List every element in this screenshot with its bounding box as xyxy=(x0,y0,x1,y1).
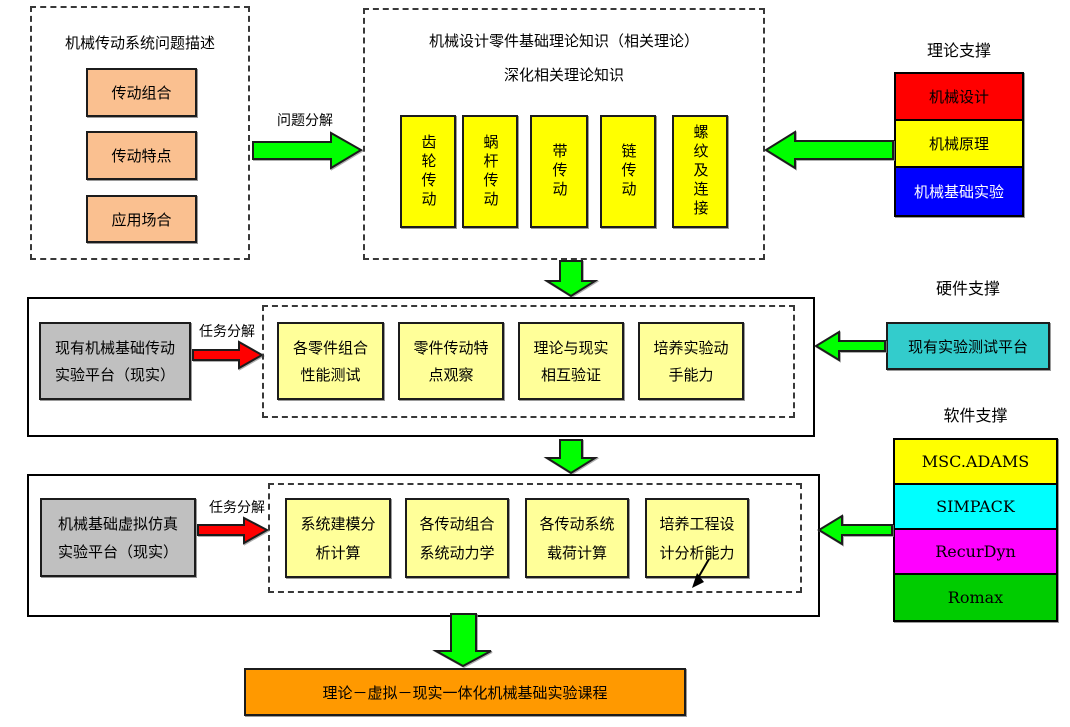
problem-item-application-scenarios: 应用场合 xyxy=(86,195,197,243)
software-support-label: 软件支撑 xyxy=(943,408,1008,425)
hardware-platform-box: 现有机械基础传动 实验平台（现实） xyxy=(39,322,191,400)
software-task-system-modeling: 系统建模分 析计算 xyxy=(285,498,391,578)
software-task-arrow-icon xyxy=(197,516,270,545)
theory-item-worm-drive: 蜗杆传动 xyxy=(462,115,518,228)
problem-description-title: 机械传动系统问题描述 xyxy=(64,35,215,52)
theory-item-gear-drive: 齿轮传动 xyxy=(400,115,456,228)
hardware-task-hands-on-ability: 培养实验动 手能力 xyxy=(638,322,744,400)
software-support-arrow-icon xyxy=(817,514,893,546)
software-platform-box: 机械基础虚拟仿真 实验平台（现实） xyxy=(40,498,196,577)
outcome-box: 理论－虚拟－现实一体化机械基础实验课程 xyxy=(244,668,686,716)
theory-support-label: 理论支撑 xyxy=(926,43,991,60)
problem-item-transmission-characteristics: 传动特点 xyxy=(86,131,197,180)
theory-item-belt-drive: 带传动 xyxy=(530,115,588,228)
down-arrow-3-icon xyxy=(432,613,492,668)
software-task-decompose-label: 任务分解 xyxy=(209,499,265,515)
software-task-load-calculation: 各传动系统 载荷计算 xyxy=(525,498,629,578)
problem-item-transmission-combination: 传动组合 xyxy=(86,68,197,117)
software-section-box xyxy=(27,474,820,617)
software-tasks-group-box xyxy=(268,483,802,593)
software-support-item-simpack: SIMPACK xyxy=(895,485,1056,530)
hardware-task-arrow-icon xyxy=(192,340,265,370)
problem-description-box xyxy=(30,6,250,260)
hardware-support-label: 硬件支撑 xyxy=(935,281,1000,298)
theory-support-arrow-icon xyxy=(764,130,894,170)
theory-support-item-machine-principle: 机械原理 xyxy=(896,121,1022,168)
software-task-engineering-design-ability: 培养工程设 计分析能力 xyxy=(645,498,749,578)
theory-item-chain-drive: 链传动 xyxy=(600,115,656,228)
hardware-support-platform-box: 现有实验测试平台 xyxy=(886,322,1050,370)
annotation-arrow-icon xyxy=(692,558,710,588)
theory-support-item-machine-design: 机械设计 xyxy=(896,74,1022,121)
theory-support-stack: 机械设计 机械原理 机械基础实验 xyxy=(894,72,1024,217)
hardware-support-arrow-icon xyxy=(814,330,886,362)
software-support-item-romax: Romax xyxy=(895,575,1056,620)
software-task-system-dynamics: 各传动组合 系统动力学 xyxy=(405,498,509,578)
theory-support-item-machine-basic-experiment: 机械基础实验 xyxy=(896,168,1022,215)
problem-decompose-arrow-icon xyxy=(252,131,363,170)
theory-title-line2: 深化相关理论知识 xyxy=(503,67,624,84)
hardware-task-decompose-label: 任务分解 xyxy=(199,323,255,339)
software-support-item-msc-adams: MSC.ADAMS xyxy=(895,440,1056,485)
hardware-section-box xyxy=(27,297,815,437)
software-support-item-recurdyn: RecurDyn xyxy=(895,530,1056,575)
hardware-tasks-group-box xyxy=(262,305,795,418)
hardware-task-transmission-observation: 零件传动特 点观察 xyxy=(398,322,504,400)
software-support-stack: MSC.ADAMS SIMPACK RecurDyn Romax xyxy=(893,438,1058,622)
down-arrow-1-icon xyxy=(543,260,599,298)
theory-item-thread-connection: 螺纹及连接 xyxy=(672,115,728,228)
theory-knowledge-box xyxy=(363,8,765,260)
hardware-task-theory-reality-verification: 理论与现实 相互验证 xyxy=(518,322,624,400)
down-arrow-2-icon xyxy=(543,439,599,475)
hardware-task-component-performance-test: 各零件组合 性能测试 xyxy=(277,322,384,400)
theory-title-line1: 机械设计零件基础理论知识（相关理论） xyxy=(428,33,699,50)
problem-decompose-label: 问题分解 xyxy=(277,112,333,128)
